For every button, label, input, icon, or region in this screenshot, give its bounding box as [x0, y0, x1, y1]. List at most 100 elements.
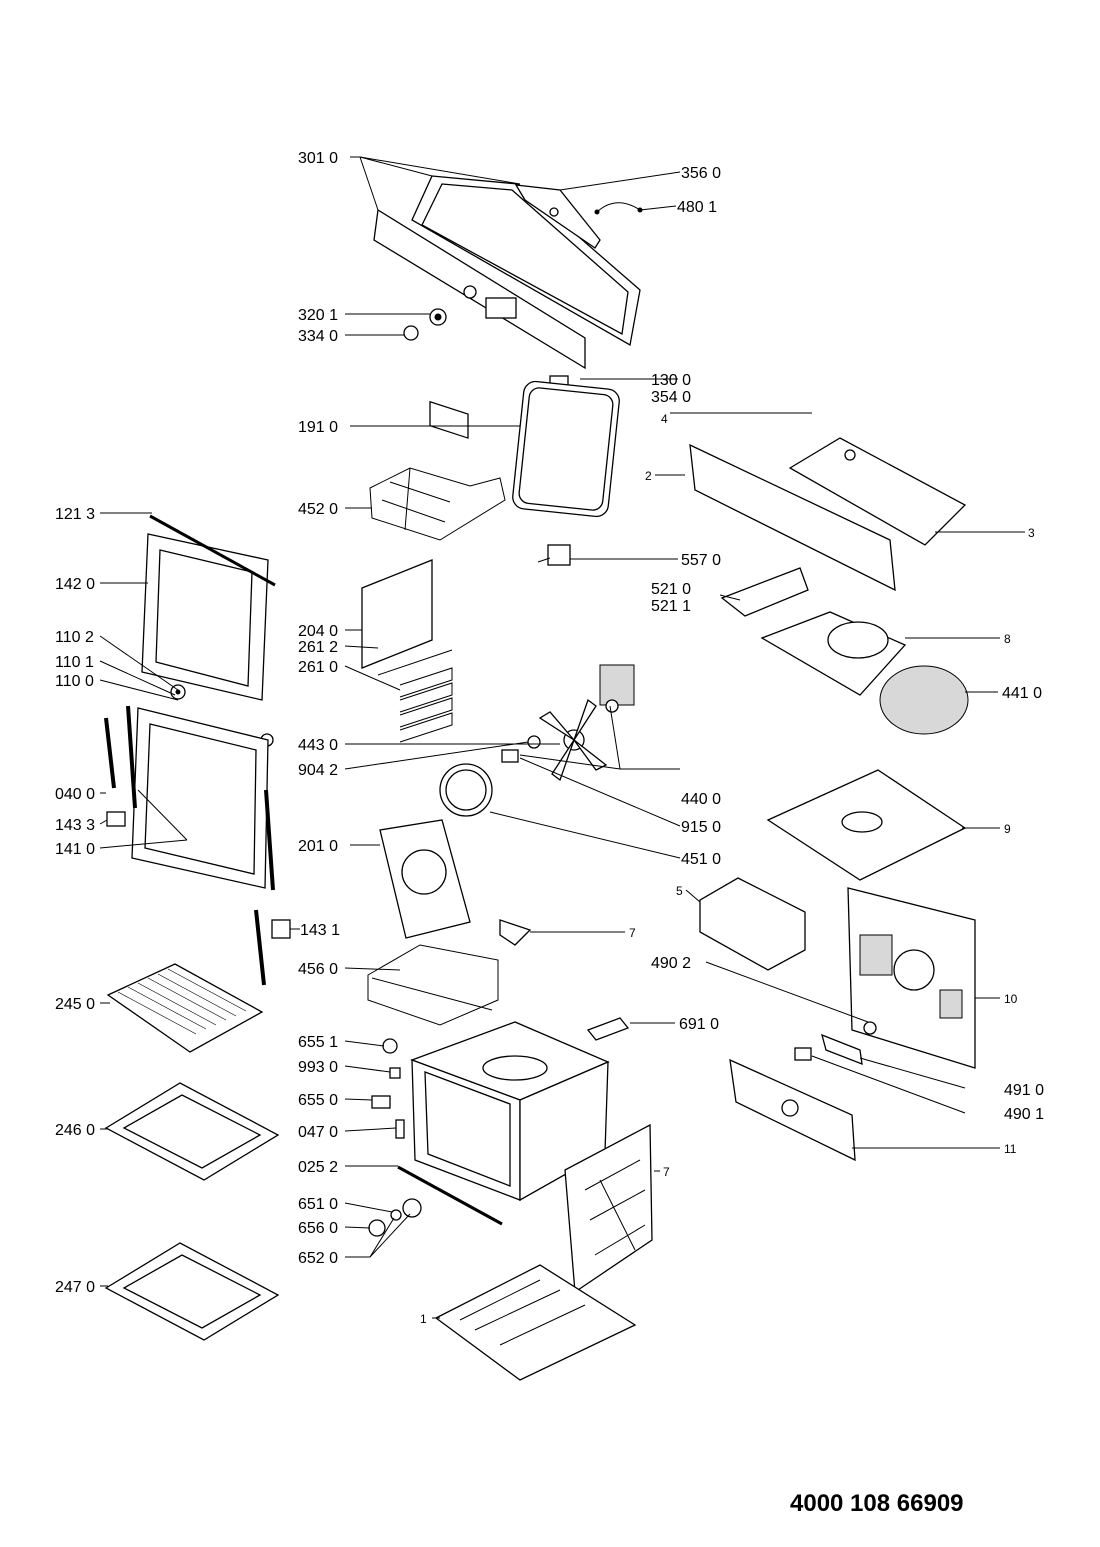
part-label: 047 0 [298, 1124, 338, 1141]
top-cover-panel [689, 443, 896, 592]
door-switch [371, 1095, 391, 1109]
display-board [514, 184, 601, 249]
door-lock [395, 1119, 405, 1139]
part-label: 441 0 [1002, 685, 1042, 702]
part-label: 490 2 [651, 955, 691, 972]
knob [403, 325, 419, 341]
lamp-assembly [586, 1017, 630, 1041]
back-plate [361, 559, 433, 669]
part-label: 110 0 [55, 673, 94, 690]
part-label: 656 0 [298, 1220, 338, 1237]
part-label: 301 0 [298, 150, 338, 167]
part-label: 334 0 [298, 328, 338, 345]
part-label: 2 [645, 469, 652, 483]
part-label: 651 0 [298, 1196, 338, 1213]
part-label: 5 [676, 884, 683, 898]
control-panel-front [373, 208, 586, 370]
part-label: 557 0 [681, 552, 721, 569]
part-label: 191 0 [298, 419, 338, 436]
part-label: 142 0 [55, 576, 95, 593]
part-label: 110 1 [55, 654, 94, 671]
part-label: 1 [420, 1312, 427, 1326]
side-panel [564, 1123, 653, 1294]
cooling-fan [879, 665, 969, 735]
part-label: 652 0 [298, 1250, 338, 1267]
part-label: 440 0 [681, 791, 721, 808]
electrical-box [699, 877, 806, 971]
fan-blade [538, 698, 608, 782]
selector-knob [368, 1219, 386, 1237]
part-label: 11 [1004, 1142, 1017, 1156]
lamp-cover [382, 1038, 398, 1054]
element-bracket [499, 919, 532, 946]
relay [794, 1047, 812, 1061]
part-label: 247 0 [55, 1279, 95, 1296]
fan-nut [527, 735, 541, 749]
power-board [720, 567, 809, 617]
part-labels: 301 0 356 0 480 1 320 1 334 0 130 0 354 … [55, 150, 1044, 1326]
spacer [501, 749, 519, 763]
part-label: 040 0 [55, 786, 95, 803]
part-label: 491 0 [1004, 1082, 1044, 1099]
switch [402, 1198, 422, 1218]
part-label: 452 0 [298, 501, 338, 518]
hinge-bracket [106, 811, 126, 827]
base-panel [434, 1264, 637, 1381]
door-handle-trim [149, 514, 276, 587]
bottom-element [367, 944, 499, 1026]
part-label: 261 0 [298, 659, 338, 676]
part-label: 7 [663, 1165, 670, 1179]
part-label: 201 0 [298, 838, 338, 855]
part-label: 246 0 [55, 1122, 95, 1139]
part-label: 121 3 [55, 506, 95, 523]
front-rail [397, 1165, 503, 1226]
part-label: 655 0 [298, 1092, 338, 1109]
part-label: 490 1 [1004, 1106, 1044, 1123]
part-label: 354 0 [651, 389, 691, 406]
part-label: 261 2 [298, 639, 338, 656]
knob-spindle [390, 1209, 402, 1221]
part-label: 130 0 [651, 372, 691, 389]
part-label: 691 0 [679, 1016, 719, 1033]
document-number: 4000 108 66909 [790, 1490, 964, 1517]
fan-motor [599, 664, 635, 706]
part-label: 480 1 [677, 199, 717, 216]
part-label: 8 [1004, 632, 1011, 646]
rear-cover [788, 437, 967, 546]
part-label: 3 [1028, 526, 1035, 540]
part-label: 521 1 [651, 598, 691, 615]
part-label: 915 0 [681, 819, 721, 836]
part-label: 655 1 [298, 1034, 338, 1051]
part-label: 143 3 [55, 817, 95, 834]
part-label: 993 0 [298, 1059, 338, 1076]
part-label: 7 [629, 926, 636, 940]
part-label: 521 0 [651, 581, 691, 598]
part-label: 443 0 [298, 737, 338, 754]
part-label: 4 [661, 412, 668, 426]
part-label: 320 1 [298, 307, 338, 324]
terminal-block [821, 1033, 863, 1066]
part-label: 245 0 [55, 996, 95, 1013]
part-label: 451 0 [681, 851, 721, 868]
connector [863, 1021, 877, 1035]
part-label: 904 2 [298, 762, 338, 779]
part-label: 9 [1004, 822, 1011, 836]
thermostat [547, 544, 571, 566]
oven-cavity [410, 1021, 610, 1202]
part-label: 456 0 [298, 961, 338, 978]
leader-lines [99, 156, 1025, 1319]
part-label: 204 0 [298, 623, 338, 640]
part-label: 356 0 [681, 165, 721, 182]
part-label: 110 2 [55, 629, 94, 646]
grill-element [369, 467, 506, 541]
part-drawings [104, 175, 976, 1381]
part-label: 143 1 [300, 922, 340, 939]
lamp-holder [389, 1067, 401, 1079]
part-label: 141 0 [55, 841, 95, 858]
fan-shroud [760, 611, 907, 696]
part-label: 10 [1004, 992, 1018, 1006]
cable [596, 202, 641, 213]
part-label: 025 2 [298, 1159, 338, 1176]
side-rack [399, 667, 453, 743]
